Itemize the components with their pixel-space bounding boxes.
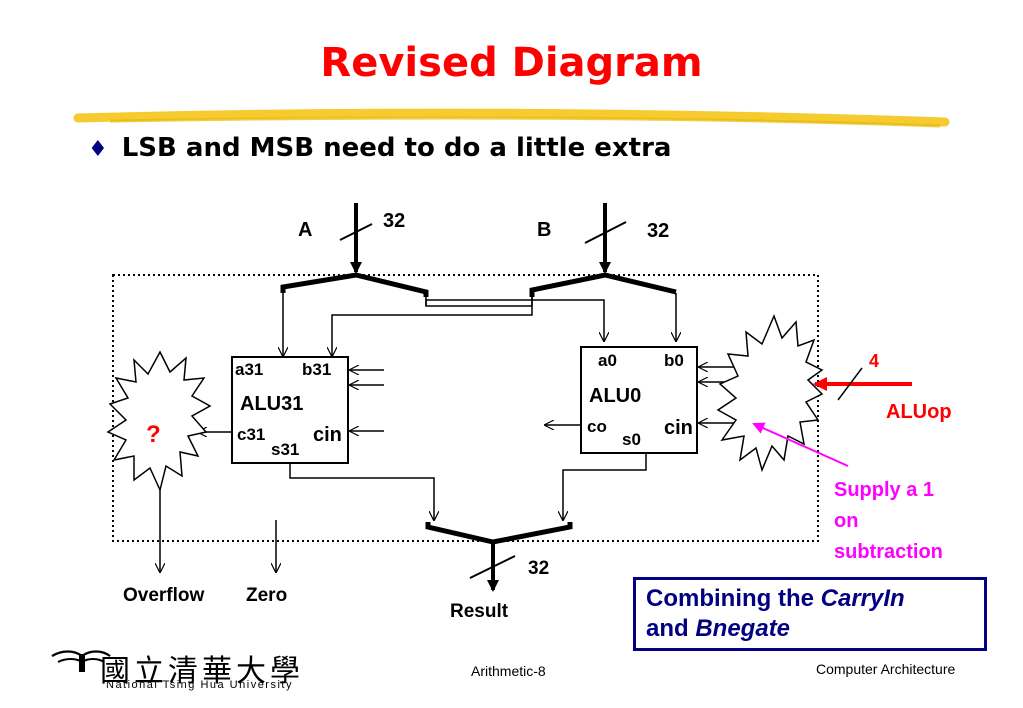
university-name-en: National Tsing Hua University: [106, 679, 293, 691]
alu0-s-port: s0: [622, 430, 641, 449]
bus-a: [280, 203, 429, 297]
alu0-b-port: b0: [664, 351, 684, 370]
university-name-cjk: 國立清華大學: [100, 654, 304, 689]
slide-number: Arithmetic-8: [471, 663, 546, 679]
alu0-box: [580, 346, 698, 454]
result-width: 32: [528, 558, 550, 579]
aluop-input: [813, 367, 912, 401]
alu0-co-port: co: [587, 417, 607, 436]
alu31-b-port: b31: [302, 360, 332, 379]
input-b-width: 32: [647, 220, 670, 242]
bus-b: [529, 203, 677, 297]
alu0-name: ALU0: [589, 385, 642, 407]
supply-note-line1: Supply a 1: [834, 479, 935, 501]
bus-wires: [283, 290, 676, 356]
slide-title: Revised Diagram: [320, 40, 703, 86]
supply-note-pointer: [752, 422, 849, 467]
overflow-label: Overflow: [123, 585, 205, 606]
university-logo-icon: [51, 650, 111, 672]
control-logic-starburst: [716, 313, 824, 473]
input-a-width: 32: [383, 210, 406, 232]
title-highlight-stroke: [73, 108, 950, 128]
alu31-s-port: s31: [271, 440, 300, 459]
alu31-a-port: a31: [235, 360, 264, 379]
result-label: Result: [450, 601, 509, 622]
callout-line1: Combining the CarryIn: [646, 585, 905, 612]
callout-line2: and Bnegate: [646, 615, 791, 642]
alu31-name: ALU31: [240, 393, 304, 415]
alu0-a-port: a0: [598, 351, 617, 370]
supply-note-line3: subtraction: [834, 541, 943, 563]
aluop-width: 4: [869, 351, 880, 371]
alu31-cin-port: cin: [313, 424, 342, 446]
course-name: Computer Architecture: [816, 661, 956, 677]
supply-note-line2: on: [834, 510, 859, 532]
unknown-logic-mark: ?: [146, 421, 161, 448]
callout-box: Combining the CarryIn and Bnegate: [633, 577, 987, 651]
input-b-label: B: [537, 219, 552, 241]
alu0-cin-port: cin: [664, 417, 693, 439]
bullet-item: ♦ LSB and MSB need to do a little extra: [88, 133, 671, 163]
bullet-text: LSB and MSB need to do a little extra: [121, 133, 672, 163]
input-a-label: A: [298, 219, 313, 241]
sum-wires: [289, 453, 647, 520]
alu31-c-port: c31: [237, 425, 266, 444]
result-bus: [425, 522, 573, 592]
supply-note: Supply a 1 on subtraction: [834, 475, 943, 568]
zero-label: Zero: [246, 585, 288, 606]
bullet-diamond-icon: ♦: [88, 137, 108, 162]
alu31-control-arrows: [350, 370, 384, 431]
aluop-label: ALUop: [886, 401, 952, 423]
